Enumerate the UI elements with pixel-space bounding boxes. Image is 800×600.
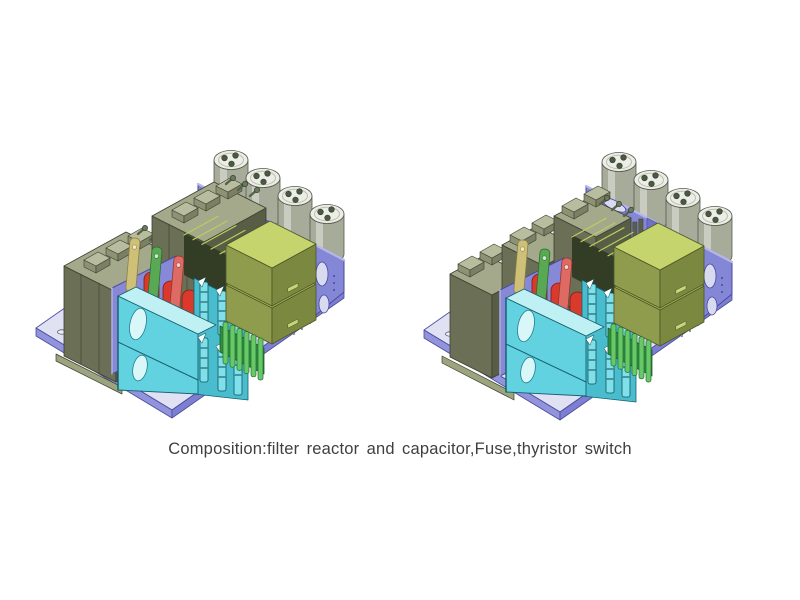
figure-caption: Composition:filter reactor and capacitor… bbox=[168, 440, 632, 458]
assembly-render-right bbox=[423, 144, 734, 421]
assembly-render-left bbox=[35, 142, 346, 419]
